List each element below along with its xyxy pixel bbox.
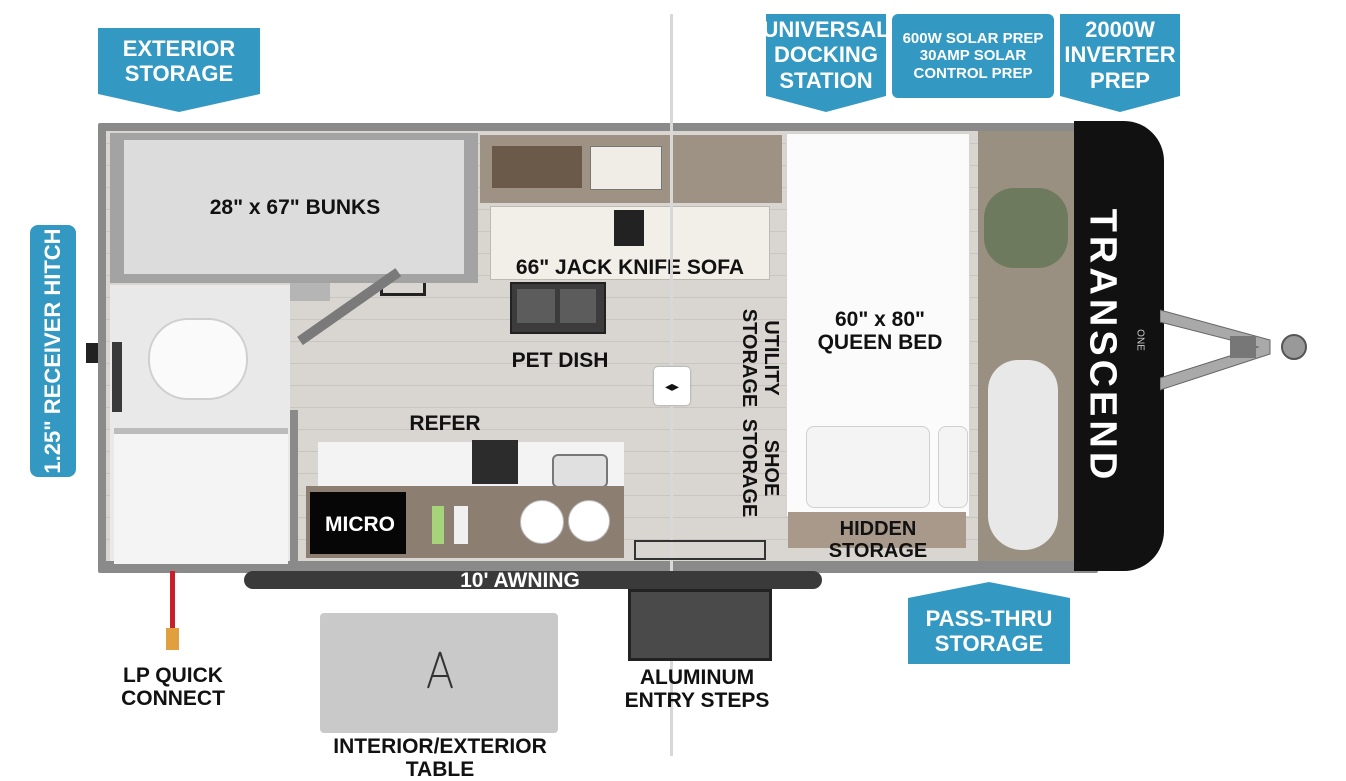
brand-sub: ONE <box>1130 320 1150 360</box>
interior-exterior-table <box>320 613 558 733</box>
receiver-hitch-label: 1.25" RECEIVER HITCH <box>40 228 65 474</box>
pass-thru-callout: PASS-THRU STORAGE <box>908 598 1070 664</box>
pass-thru-bin <box>984 188 1068 268</box>
front-cap <box>1074 121 1164 571</box>
awning <box>244 571 822 589</box>
pet-bowl-left <box>517 289 555 323</box>
toilet <box>148 318 248 400</box>
queen-bed-label: 60" x 80" QUEEN BED <box>817 308 943 355</box>
refer-label: REFER <box>409 412 481 435</box>
shoe-storage-text: SHOE STORAGE <box>738 418 782 518</box>
hidden-storage <box>788 512 966 548</box>
pillow-left <box>806 426 930 508</box>
toggle-arrows-icon: ◂▸ <box>664 377 680 394</box>
receiver-hitch-callout: 1.25" RECEIVER HITCH <box>30 225 76 477</box>
micro-label: MICRO <box>325 513 395 536</box>
cooktop <box>472 440 518 484</box>
utility-storage-label: UTILITY STORAGE <box>735 309 785 408</box>
pet-dish-label: PET DISH <box>511 349 609 372</box>
entry-steps <box>628 589 772 661</box>
hidden-storage-label: HIDDEN STORAGE <box>828 518 928 562</box>
pet-bowl-right <box>560 289 596 323</box>
brand-text: TRANSCEND <box>1081 208 1124 484</box>
sofa-label: 66" JACK KNIFE SOFA <box>515 256 745 279</box>
bunks-label: 28" x 67" BUNKS <box>209 196 381 219</box>
pass-thru-callout-pointer <box>908 582 1070 598</box>
drawer-green <box>432 506 444 544</box>
sofa-cupholder <box>614 210 644 246</box>
inverter-prep-callout-pointer <box>1060 96 1180 112</box>
solar-prep-callout: 600W SOLAR PREP 30AMP SOLAR CONTROL PREP <box>892 14 1054 98</box>
brand-logo: TRANSCEND <box>1074 121 1130 571</box>
utility-storage-text: UTILITY STORAGE <box>738 308 782 408</box>
table-label: INTERIOR/EXTERIOR TABLE <box>333 735 547 781</box>
bunk-mattress <box>124 140 464 274</box>
bunk-ledge <box>290 283 330 301</box>
compass-logo-icon <box>427 651 453 689</box>
microwave <box>310 492 406 554</box>
pillow-right <box>938 426 968 508</box>
bath-window <box>112 342 122 412</box>
plate-1 <box>520 500 564 544</box>
docking-station-screen <box>590 146 662 190</box>
trailer-tongue <box>1160 309 1307 391</box>
entry-mat <box>634 540 766 560</box>
guitar-case <box>988 360 1058 550</box>
universal-docking-callout-pointer <box>766 96 886 112</box>
docking-books <box>492 146 582 188</box>
exterior-storage-callout-pointer <box>98 94 260 112</box>
bath-wall <box>290 410 298 561</box>
awning-label: 10' AWNING <box>460 569 580 592</box>
view-toggle-button[interactable]: ◂▸ <box>654 367 690 405</box>
exterior-storage-callout: EXTERIOR STORAGE <box>98 28 260 94</box>
hitch-stub <box>86 343 100 363</box>
entry-steps-label: ALUMINUM ENTRY STEPS <box>624 666 770 713</box>
drawer-white <box>454 506 468 544</box>
universal-docking-callout: UNIVERSAL DOCKING STATION <box>762 14 890 96</box>
lp-hose <box>170 571 175 631</box>
lp-fitting <box>166 628 179 650</box>
shoe-storage-label: SHOE STORAGE <box>735 419 785 518</box>
inverter-prep-callout: 2000W INVERTER PREP <box>1060 14 1180 96</box>
plate-2 <box>568 500 610 542</box>
brand-sub-text: ONE <box>1134 329 1146 351</box>
sink <box>552 454 608 488</box>
lp-quick-connect-label: LP QUICK CONNECT <box>121 664 225 711</box>
shower <box>114 428 288 564</box>
